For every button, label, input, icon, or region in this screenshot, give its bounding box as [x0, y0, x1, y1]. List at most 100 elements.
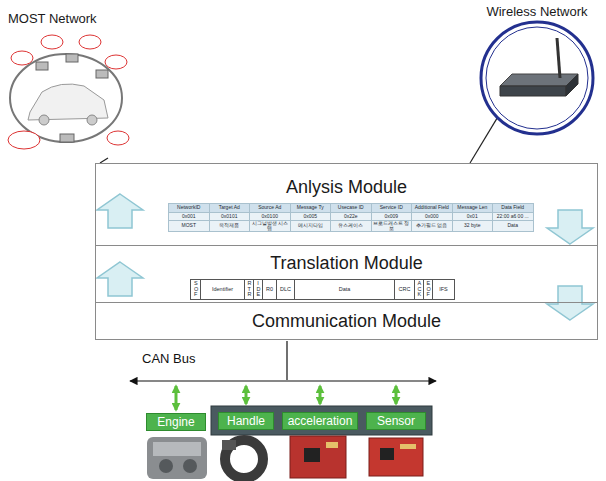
table-text: Target Ad — [219, 205, 240, 210]
device-box: Handle — [218, 412, 274, 430]
can-frame-field: CRC — [394, 279, 415, 300]
table-text: 0x000 — [425, 214, 439, 219]
table-text: MOST — [182, 223, 196, 228]
table-cell: 브로드캐스트 정보 — [371, 220, 413, 232]
circle-outline — [481, 22, 593, 134]
table-text: 0x22e — [344, 214, 358, 219]
table-text: 목적제품 — [219, 223, 239, 228]
table-text: Data — [507, 223, 518, 228]
table-text: Source Ad — [258, 205, 281, 210]
engine-photo — [183, 459, 197, 473]
connector-line — [470, 118, 497, 163]
device-icon — [96, 70, 108, 78]
engine-photo — [147, 437, 207, 479]
can-field-name: ACK — [417, 281, 420, 298]
most-device-bubble — [79, 35, 101, 49]
table-cell: Data — [492, 220, 534, 232]
can-field-name: Data — [339, 287, 351, 293]
table-text: Data Field — [501, 205, 524, 210]
table-text: 0x0100 — [262, 214, 278, 219]
table-cell: MOST — [168, 220, 210, 232]
car-silhouette — [28, 84, 108, 120]
router-antenna — [557, 38, 560, 78]
can-field-name: SOF — [194, 281, 197, 298]
table-text: 0x0101 — [221, 214, 237, 219]
table-cell: 32 byte — [452, 220, 494, 232]
down-arrow — [547, 210, 593, 244]
router-front — [500, 86, 566, 96]
acceleration-board-photo — [326, 442, 338, 448]
table-text: 시그널발생 시스템 — [250, 221, 290, 232]
wireless-circle: Wireless Network — [470, 2, 604, 136]
circle-outline — [470, 2, 604, 136]
device-label: Handle — [227, 414, 265, 428]
most-device-bubble — [105, 55, 127, 69]
device-icon — [60, 134, 74, 142]
table-cell: 목적제품 — [209, 220, 251, 232]
table-text: NetworkID — [177, 205, 200, 210]
sensor-board-photo — [369, 438, 423, 476]
device-icon — [36, 62, 48, 70]
can-field-name: CRC — [399, 287, 411, 293]
table-text: 0x005 — [303, 214, 317, 219]
table-text: Additional Field — [415, 205, 449, 210]
can-field-name: R0 — [266, 287, 273, 293]
device-label: Sensor — [377, 414, 415, 428]
engine-photo — [159, 459, 173, 473]
most-device-bubble — [41, 35, 63, 49]
bus-tap-arrow — [319, 386, 322, 404]
can-frame-field: DLC — [276, 279, 295, 300]
table-text: 추가필드 없음 — [416, 223, 447, 228]
table-cell: 추가필드 없음 — [411, 220, 453, 232]
router-top — [500, 74, 578, 86]
car-wheel — [87, 115, 97, 125]
can-frame-field: Identifier — [200, 279, 245, 300]
bus-tap-arrow — [175, 386, 178, 410]
router-side — [566, 74, 578, 96]
table-text: 0x001 — [182, 214, 196, 219]
table-text: Message Ty — [297, 205, 324, 210]
handle-sensor-photo — [222, 440, 236, 450]
acceleration-board-photo — [290, 436, 346, 478]
circle-inner-outline — [486, 27, 588, 129]
most-ring — [10, 54, 122, 142]
can-bus-line — [130, 380, 436, 381]
can-field-name: IDE — [256, 281, 259, 298]
device-box: Sensor — [366, 412, 426, 430]
table-cell: 메시지타입 — [290, 220, 332, 232]
up-arrow — [97, 262, 143, 296]
table-text: Usecase ID — [338, 205, 364, 210]
can-frame-field: Data — [294, 279, 395, 300]
table-cell: 유스케이스 — [330, 220, 372, 232]
device-box: Engine — [146, 413, 206, 431]
car-wheel — [39, 115, 49, 125]
bus-tap-arrow — [395, 386, 398, 404]
can-frame-field: IFS — [432, 279, 455, 300]
device-box: acceleration — [282, 412, 359, 430]
device-label: acceleration — [288, 414, 353, 428]
most-device-bubble — [107, 131, 129, 145]
bus-drop-line — [286, 341, 287, 380]
table-text: 32 byte — [464, 223, 480, 228]
can-field-name: Identifier — [212, 287, 233, 293]
table-text: 22:00 a6 00 ... — [497, 214, 529, 219]
module-band: Communication Module — [95, 302, 598, 340]
acceleration-board-photo — [304, 448, 320, 462]
module-title: Anlysis Module — [96, 176, 597, 198]
bus-tap-arrow — [245, 386, 248, 404]
down-arrow — [547, 286, 593, 320]
table-cell: 시그널발생 시스템 — [249, 220, 291, 232]
engine-photo — [153, 442, 201, 456]
network-heading: Wireless Network — [470, 4, 604, 20]
up-arrow — [97, 194, 143, 228]
network-heading-area: MOST Network — [4, 8, 132, 158]
can-field-name: DLC — [280, 287, 291, 293]
device-icon — [66, 54, 78, 62]
network-heading: MOST Network — [8, 11, 128, 27]
module-title: Communication Module — [96, 310, 597, 332]
table-text: 메시지타입 — [298, 223, 323, 228]
sensor-board-photo — [380, 448, 394, 460]
can-field-name: RTR — [247, 281, 250, 298]
